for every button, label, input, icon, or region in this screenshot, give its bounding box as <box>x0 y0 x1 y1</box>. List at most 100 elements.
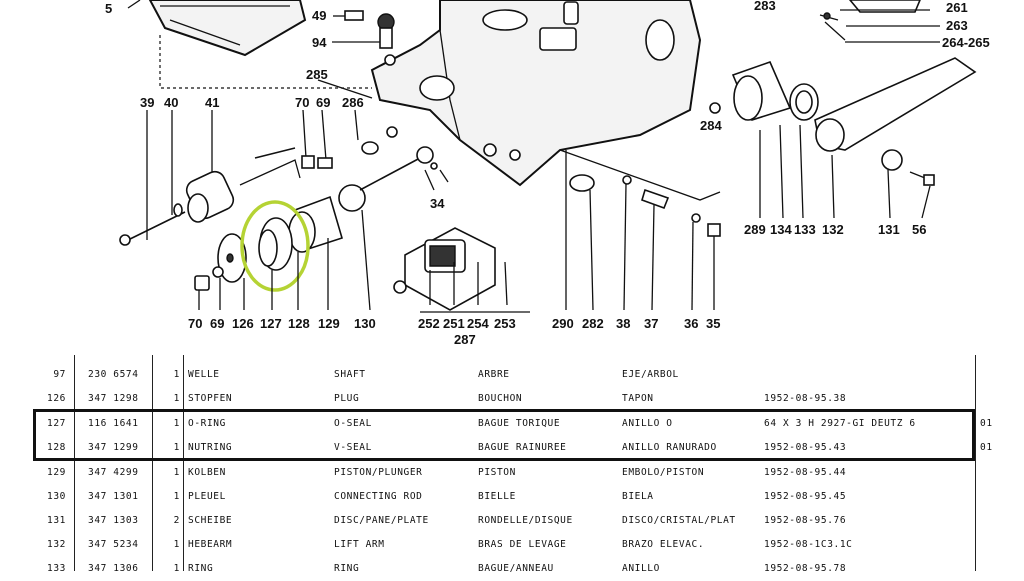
cell-part-no: 347 5234 <box>88 539 139 550</box>
cell-es: BIELA <box>622 491 654 502</box>
cell-es: BRAZO ELEVAC. <box>622 539 705 550</box>
cell-pos: 130 <box>47 491 66 502</box>
cell-ref: 64 X 3 H 2927-GI DEUTZ 6 <box>764 418 916 429</box>
cell-en: CONNECTING ROD <box>334 491 423 502</box>
callout-254: 254 <box>467 316 489 331</box>
callout-282: 282 <box>582 316 604 331</box>
cell-fr: BAGUE TORIQUE <box>478 418 561 429</box>
cell-ref: 1952-08-95.44 <box>764 467 847 478</box>
callout-287: 287 <box>454 332 476 347</box>
cell-es: ANILLO <box>622 563 660 574</box>
right-assembly <box>709 57 977 219</box>
top-right-parts <box>819 0 940 43</box>
callout-127: 127 <box>260 316 282 331</box>
cell-de: PLEUEL <box>188 491 226 502</box>
cell-en: LIFT ARM <box>334 539 385 550</box>
cell-qty: 1 <box>173 563 180 574</box>
cell-pos: 127 <box>47 418 66 429</box>
cell-extra: 01 <box>980 442 993 453</box>
callout-94: 94 <box>312 35 327 50</box>
cell-part-no: 347 1303 <box>88 515 139 526</box>
cell-es: ANILLO RANURADO <box>622 442 717 453</box>
callout-49: 49 <box>312 8 326 23</box>
callout-134: 134 <box>770 222 792 237</box>
callout-290: 290 <box>552 316 574 331</box>
callout-289: 289 <box>744 222 766 237</box>
cell-qty: 1 <box>173 418 180 429</box>
callout-5: 5 <box>105 1 112 16</box>
callout-34: 34 <box>430 196 445 211</box>
table-row: 126 347 1298 1 STOPFEN PLUG BOUCHON TAPO… <box>0 387 1024 411</box>
callout-40: 40 <box>164 95 178 110</box>
callout-263: 263 <box>946 18 968 33</box>
cell-fr: RONDELLE/DISQUE <box>478 515 573 526</box>
callout-38: 38 <box>616 316 630 331</box>
cell-ref: 1952-08-95.43 <box>764 442 847 453</box>
callout-133: 133 <box>794 222 816 237</box>
fittings-70-69-286 <box>301 79 398 169</box>
cell-fr: ARBRE <box>478 369 510 380</box>
cell-part-no: 116 1641 <box>88 418 139 429</box>
cell-en: RING <box>334 563 360 574</box>
callout-264-265: 264-265 <box>942 35 990 50</box>
callout-41: 41 <box>205 95 219 110</box>
callout-70b: 70 <box>188 316 202 331</box>
exploded-parts-diagram: 5 49 94 285 39 40 41 70 69 286 283 261 2… <box>105 0 990 347</box>
cell-pos: 128 <box>47 442 66 453</box>
cell-fr: BRAS DE LEVAGE <box>478 539 567 550</box>
callout-253: 253 <box>494 316 516 331</box>
highlight-circle <box>240 200 310 292</box>
callout-251: 251 <box>443 316 465 331</box>
cell-de: KOLBEN <box>188 467 226 478</box>
cell-ref: 1952-08-95.45 <box>764 491 847 502</box>
cell-ref: 1952-08-95.76 <box>764 515 847 526</box>
cell-en: V-SEAL <box>334 442 372 453</box>
cell-de: WELLE <box>188 369 220 380</box>
cell-en: PISTON/PLUNGER <box>334 467 423 478</box>
cell-es: EMBOLO/PISTON <box>622 467 705 478</box>
cell-part-no: 347 4299 <box>88 467 139 478</box>
cell-qty: 1 <box>173 539 180 550</box>
callout-283: 283 <box>754 0 776 13</box>
cell-qty: 1 <box>173 442 180 453</box>
callout-130: 130 <box>354 316 376 331</box>
cell-pos: 133 <box>47 563 66 574</box>
cell-ref: 1952-08-95.38 <box>764 393 847 404</box>
cell-qty: 2 <box>173 515 180 526</box>
cell-es: DISCO/CRISTAL/PLAT <box>622 515 736 526</box>
bolt-49 <box>332 10 396 66</box>
cell-qty: 1 <box>173 491 180 502</box>
cell-part-no: 347 1301 <box>88 491 139 502</box>
callout-252: 252 <box>418 316 440 331</box>
cell-de: O-RING <box>188 418 226 429</box>
callout-131: 131 <box>878 222 900 237</box>
valve-block <box>393 227 530 313</box>
cell-part-no: 230 6574 <box>88 369 139 380</box>
cell-qty: 1 <box>173 369 180 380</box>
leader-lines <box>127 0 508 311</box>
cell-de: HEBEARM <box>188 539 233 550</box>
callout-39: 39 <box>140 95 154 110</box>
cell-part-no: 347 1299 <box>88 442 139 453</box>
table-row-highlighted: 128 347 1299 1 NUTRING V-SEAL BAGUE RAIN… <box>0 436 1024 460</box>
cell-de: STOPFEN <box>188 393 233 404</box>
table-row-highlighted: 127 116 1641 1 O-RING O-SEAL BAGUE TORIQ… <box>0 412 1024 436</box>
callout-69b: 69 <box>210 316 224 331</box>
callout-285a: 285 <box>306 67 328 82</box>
callout-56: 56 <box>912 222 926 237</box>
table-row: 97 230 6574 1 WELLE SHAFT ARBRE EJE/ARBO… <box>0 363 1024 387</box>
cell-qty: 1 <box>173 467 180 478</box>
cell-fr: PISTON <box>478 467 516 478</box>
bottom-center-parts <box>565 150 721 311</box>
cell-part-no: 347 1298 <box>88 393 139 404</box>
table-row: 129 347 4299 1 KOLBEN PISTON/PLUNGER PIS… <box>0 461 1024 485</box>
cell-en: O-SEAL <box>334 418 372 429</box>
cell-en: SHAFT <box>334 369 366 380</box>
cell-fr: BOUCHON <box>478 393 523 404</box>
piston-assembly <box>194 146 449 291</box>
left-assembly <box>119 110 301 246</box>
cell-en: PLUG <box>334 393 360 404</box>
callout-37: 37 <box>644 316 658 331</box>
cover-plate <box>148 0 372 89</box>
cell-pos: 126 <box>47 393 66 404</box>
